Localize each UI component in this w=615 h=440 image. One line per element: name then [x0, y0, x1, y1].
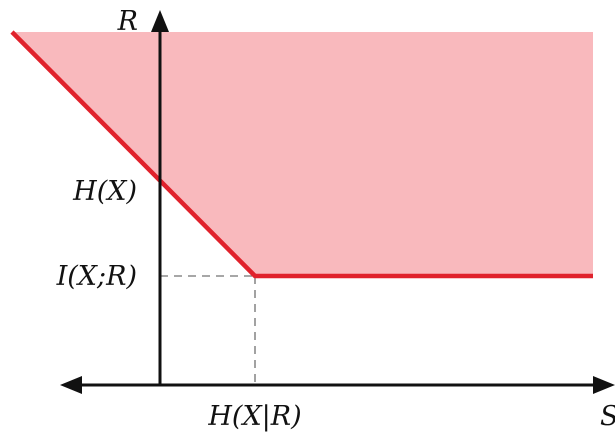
i-x-r-label: I(X;R) [56, 261, 137, 292]
h-x-label: H(X) [72, 176, 137, 207]
vertical-axis-arrowhead [151, 10, 169, 32]
horizontal-axis-label: S [600, 401, 615, 432]
h-x-given-r-label: H(X|R) [207, 401, 301, 432]
horizontal-axis-right-arrowhead [593, 376, 615, 394]
vertical-axis-label: R [117, 6, 138, 37]
horizontal-axis-left-arrowhead [60, 376, 82, 394]
region-boundary [10, 30, 593, 279]
achievable-region [12, 32, 593, 276]
